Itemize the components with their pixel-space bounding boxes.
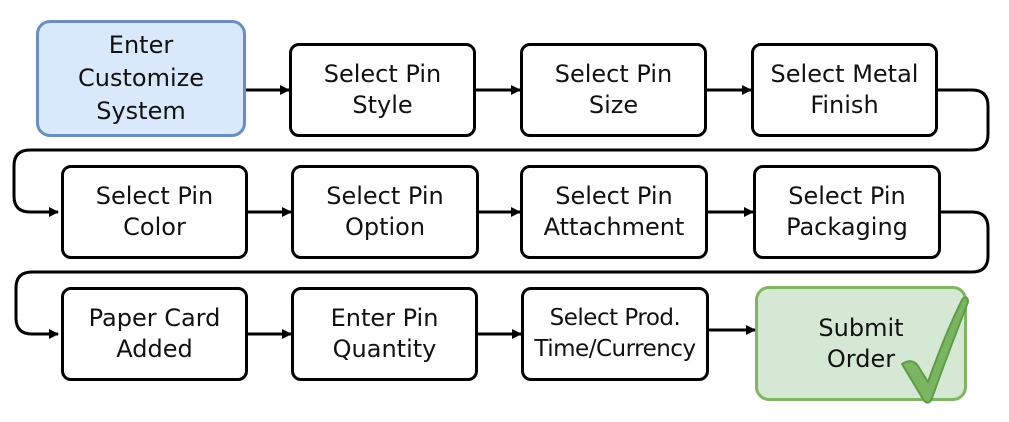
check-mark-icon xyxy=(901,296,969,404)
node-label: Select Pin Option xyxy=(326,182,444,241)
node-select-pin-size: Select Pin Size xyxy=(520,43,707,137)
node-select-prod-time-currency: Select Prod. Time/Currency xyxy=(521,287,709,381)
node-enter-customize-system: Enter Customize System xyxy=(36,20,246,137)
node-select-pin-attachment: Select Pin Attachment xyxy=(520,165,708,259)
node-select-metal-finish: Select Metal Finish xyxy=(751,43,938,137)
node-label: Select Pin Size xyxy=(554,60,673,119)
node-label: Select Pin Style xyxy=(323,60,442,119)
node-label: Select Pin Packaging xyxy=(786,182,908,241)
node-select-pin-style: Select Pin Style xyxy=(289,43,476,137)
node-enter-pin-quantity: Enter Pin Quantity xyxy=(291,287,478,381)
node-label: Select Pin Color xyxy=(95,182,214,241)
node-select-pin-color: Select Pin Color xyxy=(61,165,248,259)
edge-finish-to-color xyxy=(12,88,990,217)
node-label: Select Metal Finish xyxy=(770,60,919,119)
node-label: Select Prod. Time/Currency xyxy=(534,305,696,362)
node-label: Enter Customize System xyxy=(78,31,204,125)
node-select-pin-option: Select Pin Option xyxy=(291,165,479,259)
node-paper-card-added: Paper Card Added xyxy=(61,287,248,381)
node-label: Select Pin Attachment xyxy=(543,182,685,241)
node-label: Enter Pin Quantity xyxy=(330,304,439,363)
edge-packaging-to-papercard xyxy=(14,210,990,339)
node-label: Submit Order xyxy=(818,313,904,373)
node-select-pin-packaging: Select Pin Packaging xyxy=(753,165,941,259)
node-label: Paper Card Added xyxy=(88,304,221,363)
